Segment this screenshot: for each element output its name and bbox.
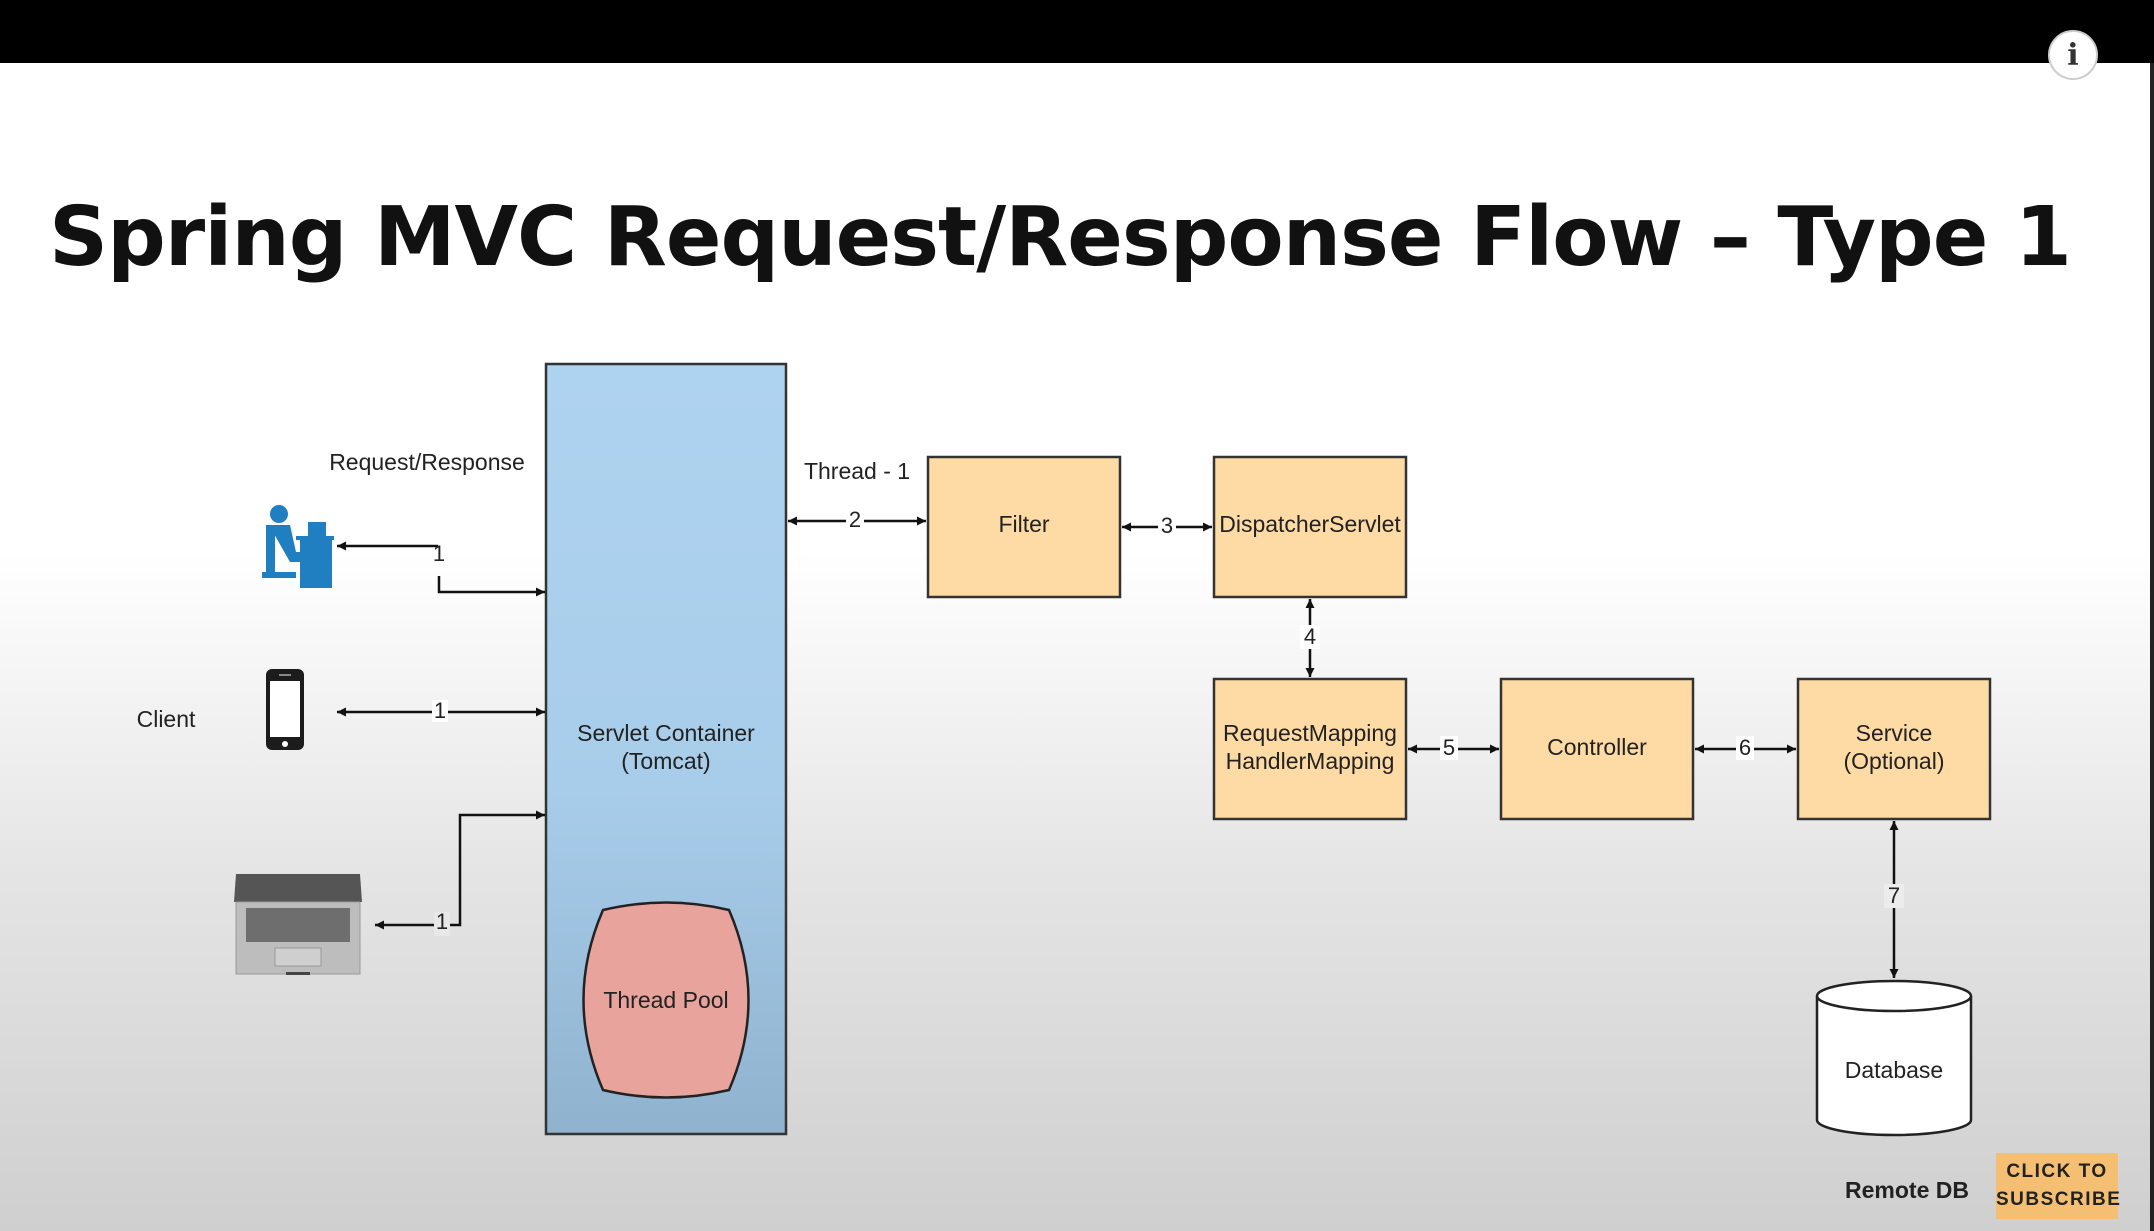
slide-title: Spring MVC Request/Response Flow – Type …	[49, 190, 2072, 285]
info-icon[interactable]: i	[2048, 30, 2098, 80]
database-cylinder	[1815, 979, 1973, 1137]
servlet-container-label-line1: Servlet Container	[577, 720, 755, 746]
step-1-desktop: 1	[433, 541, 445, 566]
service-label-line1: Service	[1856, 720, 1933, 746]
step-4: 4	[1304, 624, 1316, 649]
dispatcher-servlet-label: DispatcherServlet	[1219, 511, 1401, 537]
top-bar	[0, 0, 2154, 63]
dispatcher-servlet-box	[1212, 455, 1408, 599]
handler-mapping-box	[1212, 677, 1408, 821]
step-1-laptop: 1	[436, 909, 448, 934]
step-5: 5	[1443, 735, 1455, 760]
subscribe-button[interactable]: CLICK TO SUBSCRIBE	[1996, 1153, 2122, 1219]
window-edge	[2150, 63, 2154, 1231]
thread-label: Thread - 1	[804, 458, 910, 484]
service-label-line2: (Optional)	[1844, 748, 1945, 774]
service-box	[1796, 677, 1992, 821]
filter-label: Filter	[998, 511, 1049, 537]
laptop-icon	[234, 874, 362, 975]
request-response-label: Request/Response	[329, 449, 525, 475]
controller-label: Controller	[1547, 734, 1647, 760]
handler-mapping-label-line2: HandlerMapping	[1226, 748, 1395, 774]
mobile-phone-icon	[266, 669, 304, 750]
arrow-desktop-out	[437, 576, 545, 597]
database-label: Database	[1845, 1057, 1943, 1083]
servlet-container-label-line2: (Tomcat)	[621, 748, 710, 774]
step-2: 2	[849, 507, 861, 532]
client-label: Client	[137, 706, 196, 732]
remote-db-label: Remote DB	[1845, 1177, 1969, 1203]
desktop-user-icon	[262, 505, 334, 588]
step-7: 7	[1888, 883, 1900, 908]
subscribe-line2: SUBSCRIBE	[1996, 1189, 2122, 1210]
step-1-mobile: 1	[434, 698, 446, 723]
thread-pool-shape	[582, 901, 750, 1099]
controller-box	[1499, 677, 1695, 821]
step-3: 3	[1161, 513, 1173, 538]
filter-box	[926, 455, 1122, 599]
thread-pool-label: Thread Pool	[603, 987, 728, 1013]
step-6: 6	[1739, 735, 1751, 760]
subscribe-line1: CLICK TO	[2006, 1161, 2108, 1182]
slide-background	[0, 63, 2154, 1231]
arrow-laptop	[375, 810, 545, 930]
handler-mapping-label-line1: RequestMapping	[1223, 720, 1397, 746]
